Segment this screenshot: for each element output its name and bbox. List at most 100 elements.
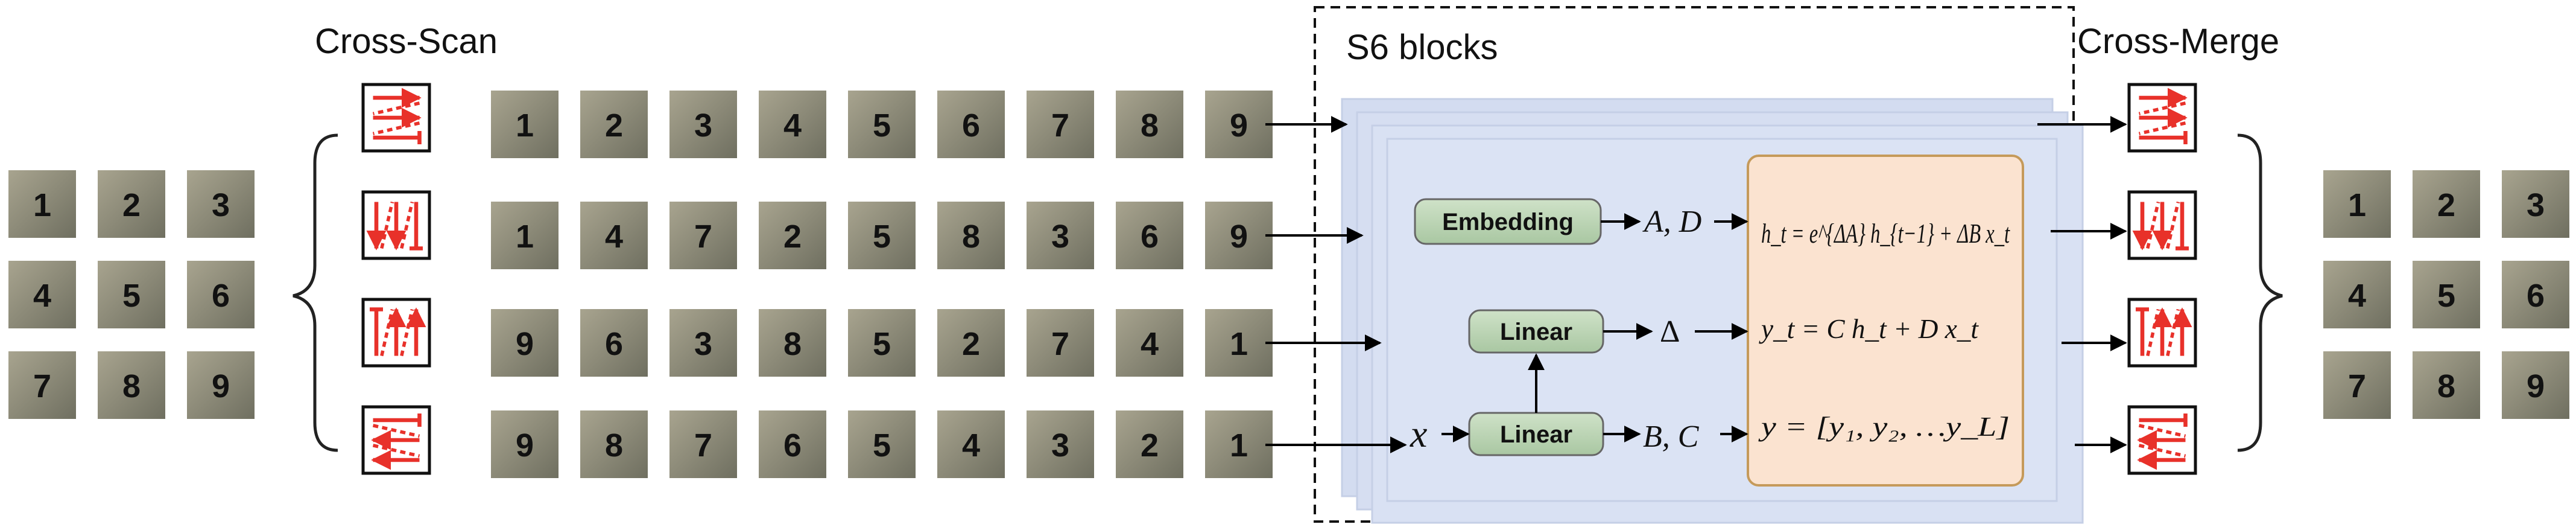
sequence-tile: 5 [848, 91, 916, 158]
tile-number: 9 [212, 368, 230, 404]
tile-number: 4 [783, 107, 802, 144]
right-brace [2237, 133, 2283, 452]
tile-number: 6 [962, 107, 980, 144]
sequence-tile: 7 [669, 410, 737, 478]
input-patch-grid: 1 2 3 4 5 6 7 8 9 [8, 170, 255, 419]
tile-number: 9 [516, 427, 534, 464]
output-tile: 5 [2413, 261, 2480, 328]
tile-number: 1 [1230, 326, 1248, 362]
tile-number: 8 [122, 368, 141, 404]
tile-number: 7 [694, 219, 712, 255]
scan-sequence-row: 1 4 7 2 5 8 3 6 9 [491, 202, 1273, 269]
tile-number: 3 [1051, 427, 1069, 464]
tile-number: 4 [605, 219, 623, 255]
tile-number: 9 [1230, 219, 1248, 255]
tile-number: 8 [2437, 368, 2455, 404]
tile-number: 3 [212, 187, 230, 223]
sequence-tile: 6 [1116, 202, 1183, 269]
tile-number: 1 [1230, 427, 1248, 464]
sequence-tile: 4 [580, 202, 648, 269]
merge-reverse-row-scan-icon [2127, 405, 2197, 475]
s6-blocks-title: S6 blocks [1346, 28, 1498, 67]
tile-number: 5 [2437, 278, 2455, 314]
sequence-tile: 8 [759, 309, 826, 377]
output-tile: 1 [2323, 170, 2391, 238]
sequence-tile: 8 [580, 410, 648, 478]
output-tile: 4 [2323, 261, 2391, 328]
sequence-tile: 3 [1027, 410, 1094, 478]
tile-number: 2 [962, 326, 980, 362]
row-scan-icon [361, 83, 431, 153]
tile-number: 6 [2527, 278, 2545, 314]
sequence-tile: 4 [937, 410, 1005, 478]
tile-number: 6 [1141, 219, 1159, 255]
tile-number: 1 [516, 107, 534, 144]
sequence-tile: 5 [848, 202, 916, 269]
sequence-tile: 5 [848, 410, 916, 478]
tile-number: 8 [962, 219, 980, 255]
tile-number: 8 [783, 326, 802, 362]
tile-number: 5 [873, 219, 891, 255]
tile-number: 4 [33, 278, 51, 314]
tile-number: 2 [122, 187, 141, 223]
linear-top-label: Linear [1500, 319, 1572, 345]
delta-symbol: Δ [1660, 314, 1680, 349]
merge-column-scan-icon [2127, 190, 2197, 260]
sequence-tile: 2 [937, 309, 1005, 377]
equation-h-t: h_t = e^{ΔA} h_{t−1} + ΔB x_t [1761, 218, 2010, 249]
tile-number: 1 [516, 219, 534, 255]
sequence-tile: 8 [937, 202, 1005, 269]
output-tile: 2 [2413, 170, 2480, 238]
input-tile: 8 [98, 351, 165, 419]
sequence-tile: 6 [580, 309, 648, 377]
sequence-tile: 7 [669, 202, 737, 269]
cross-scan-title: Cross-Scan [315, 22, 498, 61]
sequence-tile: 5 [848, 309, 916, 377]
x-symbol: x [1410, 412, 1427, 455]
tile-number: 3 [2527, 187, 2545, 223]
tile-number: 9 [2527, 368, 2545, 404]
sequence-tile: 4 [1116, 309, 1183, 377]
tile-number: 2 [605, 107, 623, 144]
input-tile: 7 [8, 351, 76, 419]
reverse-column-scan-icon [361, 298, 431, 368]
linear-top-box: Linear [1468, 309, 1604, 354]
sequence-tile: 3 [1027, 202, 1094, 269]
tile-number: 5 [873, 427, 891, 464]
sequence-tile: 2 [759, 202, 826, 269]
tile-number: 7 [694, 427, 712, 464]
sequence-tile: 7 [1027, 91, 1094, 158]
sequence-tile: 2 [580, 91, 648, 158]
sequence-tile: 1 [1205, 309, 1273, 377]
tile-number: 6 [605, 326, 623, 362]
equation-box [1747, 155, 2024, 487]
sequence-tile: 1 [1205, 410, 1273, 478]
column-scan-icon [361, 190, 431, 260]
tile-number: 5 [873, 107, 891, 144]
input-tile: 9 [187, 351, 255, 419]
output-tile: 7 [2323, 351, 2391, 419]
sequence-tile: 6 [937, 91, 1005, 158]
equation-y: y = [y₁, y₂, …y_L] [1758, 411, 2010, 442]
sequence-tile: 9 [1205, 202, 1273, 269]
tile-number: 8 [605, 427, 623, 464]
input-tile: 1 [8, 170, 76, 238]
tile-number: 6 [212, 278, 230, 314]
sequence-tile: 9 [491, 410, 559, 478]
tile-number: 4 [2348, 278, 2366, 314]
sequence-tile: 4 [759, 91, 826, 158]
tile-number: 7 [1051, 107, 1069, 144]
sequence-tile: 9 [491, 309, 559, 377]
tile-number: 8 [1141, 107, 1159, 144]
cross-merge-title: Cross-Merge [2077, 22, 2279, 61]
sequence-tile: 9 [1205, 91, 1273, 158]
linear-bottom-box: Linear [1468, 412, 1604, 456]
tile-number: 5 [122, 278, 141, 314]
input-tile: 4 [8, 261, 76, 328]
merge-row-scan-icon [2127, 83, 2197, 153]
b-c-symbol: B, C [1643, 420, 1700, 454]
output-tile: 9 [2502, 351, 2569, 419]
